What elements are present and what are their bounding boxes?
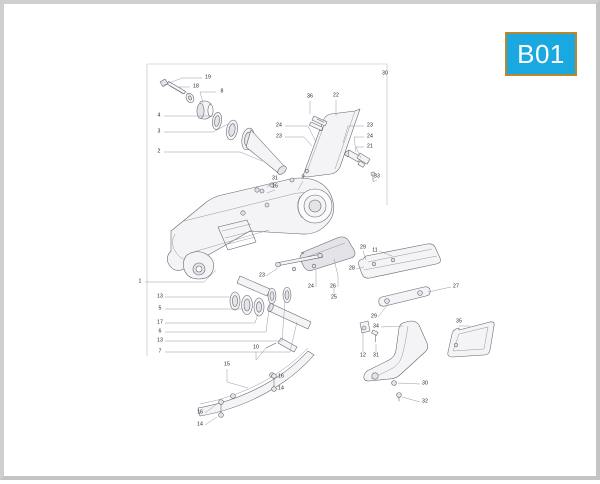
page-badge: B01 — [505, 32, 577, 76]
callout-16: 16 — [278, 373, 284, 380]
callout-2: 2 — [157, 148, 161, 155]
part-seal-4 — [212, 112, 222, 130]
callout-15: 15 — [224, 361, 230, 368]
callout-27: 27 — [453, 283, 459, 290]
part-washer-21 — [357, 160, 366, 168]
callout-17: 17 — [157, 319, 163, 326]
callout-34: 34 — [373, 323, 379, 330]
callout-16: 16 — [197, 409, 203, 416]
callout-19: 19 — [205, 74, 211, 81]
bearing-stack-group — [229, 287, 312, 330]
callout-6: 6 — [158, 328, 162, 335]
callout-21: 21 — [367, 143, 373, 150]
chain-guard-group — [358, 243, 495, 402]
part-bolt-19 — [159, 78, 186, 95]
callout-30: 30 — [382, 70, 388, 77]
callout-7: 7 — [158, 348, 162, 355]
parts-diagram-canvas: .ln{fill:none;stroke:#5f5f6b;stroke-widt… — [4, 4, 596, 476]
callout-9: 9 — [301, 174, 305, 181]
part-clip-36 — [309, 115, 328, 131]
callout-13: 13 — [157, 337, 163, 344]
part-bolt-31-lower — [371, 329, 379, 343]
part-spacer-8 — [196, 100, 214, 120]
callout-13: 13 — [157, 293, 163, 300]
callout-5: 5 — [158, 305, 162, 312]
drawing-frame — [146, 63, 388, 356]
part-bolt-24-upper — [356, 152, 371, 165]
callout-8: 8 — [220, 88, 224, 95]
callout-36: 36 — [307, 93, 313, 100]
part-bolt-23-upper — [344, 149, 362, 163]
linkage-group — [275, 236, 356, 272]
callout-33: 33 — [374, 173, 380, 180]
callout-26: 26 — [330, 283, 336, 290]
page-badge-label: B01 — [517, 39, 565, 69]
part-washer-18 — [185, 92, 195, 104]
callout-32: 32 — [422, 398, 428, 405]
callout-31: 31 — [272, 175, 278, 182]
callout-3: 3 — [157, 128, 161, 135]
callout-30: 30 — [422, 380, 428, 387]
callout-22: 22 — [333, 92, 339, 99]
exploded-view-drawing: .ln{fill:none;stroke:#5f5f6b;stroke-widt… — [145, 63, 495, 426]
callout-1: 1 — [138, 278, 142, 285]
chain-slider-group — [303, 108, 376, 182]
callout-10: 10 — [253, 344, 259, 351]
callout-23: 23 — [259, 272, 265, 279]
part-chain-slider-22 — [303, 108, 361, 178]
callout-16: 16 — [272, 183, 278, 190]
swingarm-main-body — [166, 177, 334, 297]
part-bracket-12 — [359, 320, 371, 334]
callout-25: 25 — [331, 294, 337, 301]
callout-28: 28 — [349, 265, 355, 272]
callout-11: 11 — [372, 247, 378, 254]
callout-14: 14 — [278, 385, 284, 392]
callout-31: 31 — [373, 352, 379, 359]
callout-24: 24 — [276, 122, 282, 129]
callout-35: 35 — [456, 318, 462, 325]
pivot-shaft-group — [159, 78, 287, 175]
callout-12: 12 — [360, 352, 366, 359]
callout-23: 23 — [276, 133, 282, 140]
callout-29: 29 — [360, 244, 366, 251]
callout-29: 29 — [371, 313, 377, 320]
callout-24: 24 — [367, 133, 373, 140]
callout-14: 14 — [197, 421, 203, 428]
callout-4: 4 — [157, 112, 161, 119]
callout-18: 18 — [193, 83, 199, 90]
callout-23: 23 — [367, 122, 373, 129]
callout-24: 24 — [308, 283, 314, 290]
callout-leader-lines — [145, 77, 470, 426]
part-shaft-2 — [245, 129, 287, 175]
